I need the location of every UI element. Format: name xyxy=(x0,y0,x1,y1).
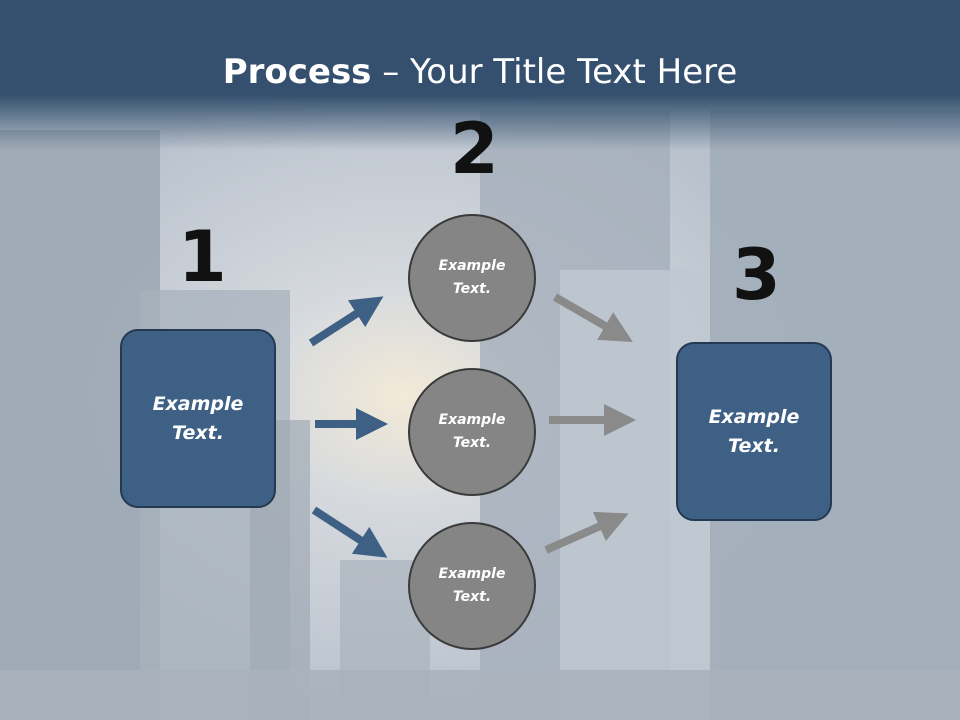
step-2-circle-middle: Example Text. xyxy=(408,368,536,496)
step-2-circle-bottom: Example Text. xyxy=(408,522,536,650)
step-2-text-top: Example Text. xyxy=(438,258,506,297)
step-3-box: Example Text. xyxy=(676,342,832,521)
step-2-text-bottom: Example Text. xyxy=(438,566,506,605)
step-number-3: 3 xyxy=(732,234,781,316)
step-1-text: Example Text. xyxy=(152,392,244,444)
title-bold: Process xyxy=(222,52,372,92)
title-bar xyxy=(0,0,960,150)
step-2-text-middle: Example Text. xyxy=(438,412,506,451)
slide-title: Process – Your Title Text Here xyxy=(0,52,960,92)
step-1-box: Example Text. xyxy=(120,329,276,508)
arrow-top-to-3 xyxy=(552,293,633,343)
arrow-bottom-to-3 xyxy=(544,511,629,554)
step-number-2: 2 xyxy=(450,108,499,190)
step-3-text: Example Text. xyxy=(708,405,800,457)
title-rest: – Your Title Text Here xyxy=(371,52,738,92)
step-number-1: 1 xyxy=(178,216,227,298)
step-2-circle-top: Example Text. xyxy=(408,214,536,342)
arrow-1-to-top xyxy=(308,296,384,347)
arrow-1-to-bottom xyxy=(311,506,388,558)
